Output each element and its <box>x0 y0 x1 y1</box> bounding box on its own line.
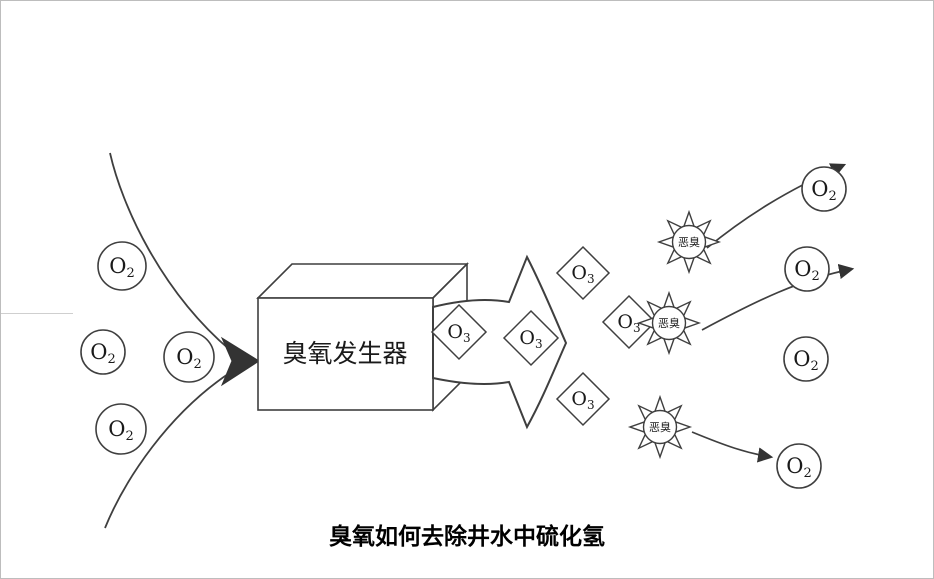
o3-molecule-2: O3 <box>502 309 560 367</box>
o3-subscript: 3 <box>587 398 595 412</box>
o2-subscript: 2 <box>828 189 836 204</box>
o2-label: O2 <box>109 254 135 281</box>
inflow-curve-bottom <box>104 371 232 529</box>
o2-label: O2 <box>108 417 134 444</box>
o2-subscript: 2 <box>125 429 133 444</box>
o2-subscript: 2 <box>803 466 811 481</box>
odor-label: 恶臭 <box>658 316 680 330</box>
o3-symbol: O <box>571 388 587 410</box>
o2-label: O2 <box>811 177 837 204</box>
o2-subscript: 2 <box>107 352 115 367</box>
o2-inlet-3: O2 <box>163 331 215 383</box>
o2-outlet-4: O2 <box>776 443 822 489</box>
o2-circle <box>80 329 126 375</box>
o2-circle <box>163 331 215 383</box>
scan-artifact-line <box>1 313 73 314</box>
o3-label: O3 <box>571 262 594 286</box>
inflow-curve-top <box>109 152 231 351</box>
o2-symbol: O <box>108 417 125 441</box>
o3-diamond <box>502 309 560 367</box>
o3-molecule-5: O3 <box>555 371 611 427</box>
odor-label: 恶臭 <box>649 420 671 434</box>
outflow-curve-middle <box>701 263 855 331</box>
o2-inlet-2: O2 <box>80 329 126 375</box>
o3-subscript: 3 <box>633 321 641 335</box>
o2-symbol: O <box>794 257 811 281</box>
o3-molecule-3: O3 <box>555 245 611 301</box>
o2-label: O2 <box>794 257 820 284</box>
o2-label: O2 <box>786 454 812 481</box>
o2-symbol: O <box>793 347 810 371</box>
odor-label: 恶臭 <box>678 235 700 249</box>
o3-label: O3 <box>519 327 542 351</box>
o2-outlet-1: O2 <box>801 166 847 212</box>
diagram-caption: 臭氧如何去除井水中硫化氢 <box>329 524 605 550</box>
o2-circle <box>97 241 147 291</box>
o2-inlet-1: O2 <box>97 241 147 291</box>
generator-label: 臭氧发生器 <box>282 339 407 368</box>
o3-molecule-4: O3 <box>601 294 657 350</box>
o2-symbol: O <box>176 345 193 369</box>
o2-outlet-3: O2 <box>783 336 829 382</box>
o2-label: O2 <box>176 345 202 372</box>
o2-label: O2 <box>793 347 819 374</box>
o2-subscript: 2 <box>193 357 201 372</box>
o2-circle <box>776 443 822 489</box>
odor-burst-1: 恶臭 <box>658 211 720 273</box>
inflow-arrowhead-icon <box>220 336 260 387</box>
o2-circle <box>784 246 830 292</box>
outflow-curve-bottom <box>691 431 774 463</box>
o2-symbol: O <box>786 454 803 478</box>
generator-top-face <box>256 263 469 299</box>
o2-label: O2 <box>90 340 116 367</box>
o3-symbol: O <box>571 262 587 284</box>
o2-circle <box>801 166 847 212</box>
o3-label: O3 <box>447 321 470 345</box>
o2-circle <box>95 403 147 455</box>
o3-diamond <box>430 303 488 361</box>
o2-inlet-4: O2 <box>95 403 147 455</box>
o3-label: O3 <box>617 311 640 335</box>
o3-symbol: O <box>617 311 633 333</box>
o3-symbol: O <box>447 321 463 343</box>
o3-symbol: O <box>519 327 535 349</box>
o3-subscript: 3 <box>535 337 543 351</box>
o2-symbol: O <box>811 177 828 201</box>
o3-diamond <box>601 294 657 350</box>
o3-subscript: 3 <box>587 272 595 286</box>
o2-symbol: O <box>90 340 107 364</box>
output-arrow <box>432 254 568 430</box>
o3-diamond <box>555 371 611 427</box>
o2-subscript: 2 <box>810 359 818 374</box>
o2-symbol: O <box>109 254 126 278</box>
o3-label: O3 <box>571 388 594 412</box>
o2-circle <box>783 336 829 382</box>
o3-subscript: 3 <box>463 331 471 345</box>
odor-burst-2: 恶臭 <box>638 292 700 354</box>
o2-outlet-2: O2 <box>784 246 830 292</box>
odor-burst-3: 恶臭 <box>629 396 691 458</box>
o3-molecule-1: O3 <box>430 303 488 361</box>
o2-subscript: 2 <box>126 266 134 281</box>
o2-subscript: 2 <box>811 269 819 284</box>
o3-diamond <box>555 245 611 301</box>
